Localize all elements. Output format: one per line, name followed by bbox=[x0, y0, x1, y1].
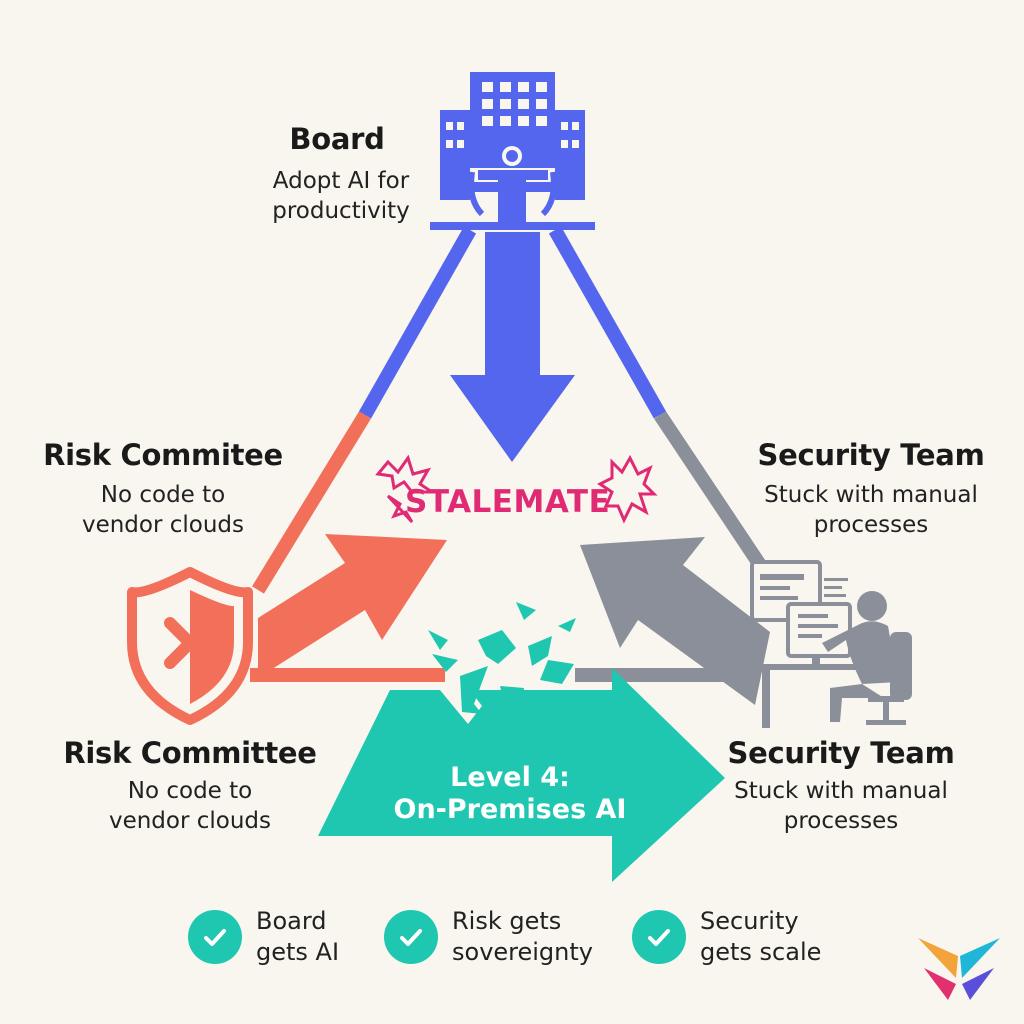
security-arrow bbox=[580, 537, 770, 705]
benefit-board-line2: gets AI bbox=[256, 938, 340, 966]
board-risk-edge-blue bbox=[358, 226, 477, 419]
risk-title-top: Risk Commitee bbox=[43, 438, 283, 472]
shield-x-icon bbox=[127, 567, 253, 725]
security-subtitle-bottom-line1: Stuck with manual bbox=[734, 778, 948, 804]
board-risk-edge-red bbox=[252, 411, 371, 594]
benefit-security-line2: gets scale bbox=[700, 938, 822, 966]
board-subtitle-line2: productivity bbox=[272, 198, 410, 224]
board-arrow-down bbox=[450, 232, 575, 462]
solution-arrow bbox=[318, 668, 725, 882]
solution-line2: On-Premises AI bbox=[393, 794, 627, 825]
shatter-pieces-icon bbox=[410, 602, 576, 726]
butterfly-logo-icon bbox=[918, 938, 1000, 1000]
benefit-board: Board gets AI bbox=[188, 906, 339, 968]
board-security-edge-blue bbox=[548, 226, 667, 419]
security-node-bottom: Security Team Stuck with manual processe… bbox=[722, 736, 960, 836]
risk-node-top: Risk Commitee No code to vendor clouds bbox=[40, 438, 286, 540]
check-circle-icon bbox=[384, 910, 438, 964]
check-circle-icon bbox=[632, 910, 686, 964]
solution-line1: Level 4: bbox=[450, 762, 570, 793]
benefit-risk-line1: Risk gets bbox=[452, 907, 562, 935]
board-subtitle: Adopt AI for productivity bbox=[256, 166, 426, 226]
burst-right-icon bbox=[597, 454, 658, 524]
security-title-bottom: Security Team bbox=[727, 736, 955, 770]
benefit-board-line1: Board bbox=[256, 907, 327, 935]
security-analyst-icon bbox=[750, 560, 912, 728]
solution-label: Level 4: On-Premises AI bbox=[380, 762, 640, 826]
risk-subtitle-bottom-line2: vendor clouds bbox=[108, 808, 272, 834]
risk-subtitle-top-line1: No code to bbox=[100, 482, 226, 508]
benefit-security-line1: Security bbox=[700, 907, 799, 935]
security-subtitle-bottom-line2: processes bbox=[783, 808, 899, 834]
security-title-top: Security Team bbox=[757, 438, 985, 472]
board-subtitle-line1: Adopt AI for bbox=[272, 168, 410, 194]
benefit-risk-line2: sovereignty bbox=[452, 938, 593, 966]
check-circle-icon bbox=[188, 910, 242, 964]
risk-node-bottom: Risk Committee No code to vendor clouds bbox=[60, 736, 320, 836]
burst-left-icon bbox=[375, 454, 437, 494]
risk-title-bottom: Risk Committee bbox=[63, 736, 317, 770]
risk-subtitle-top-line2: vendor clouds bbox=[81, 512, 245, 538]
board-building-icon bbox=[430, 72, 595, 230]
board-security-edge-grey bbox=[654, 411, 766, 569]
security-subtitle-top-line2: processes bbox=[813, 512, 929, 538]
benefit-risk: Risk gets sovereignty bbox=[384, 906, 593, 968]
board-title: Board bbox=[289, 122, 385, 156]
security-node-top: Security Team Stuck with manual processe… bbox=[752, 438, 990, 540]
board-node: Board bbox=[272, 122, 402, 156]
stalemate-label: STALEMATE bbox=[405, 484, 611, 520]
risk-subtitle-bottom-line1: No code to bbox=[127, 778, 253, 804]
risk-arrow bbox=[258, 534, 447, 678]
base-edge-red bbox=[250, 668, 445, 682]
security-subtitle-top-line1: Stuck with manual bbox=[764, 482, 978, 508]
benefit-security: Security gets scale bbox=[632, 906, 821, 968]
